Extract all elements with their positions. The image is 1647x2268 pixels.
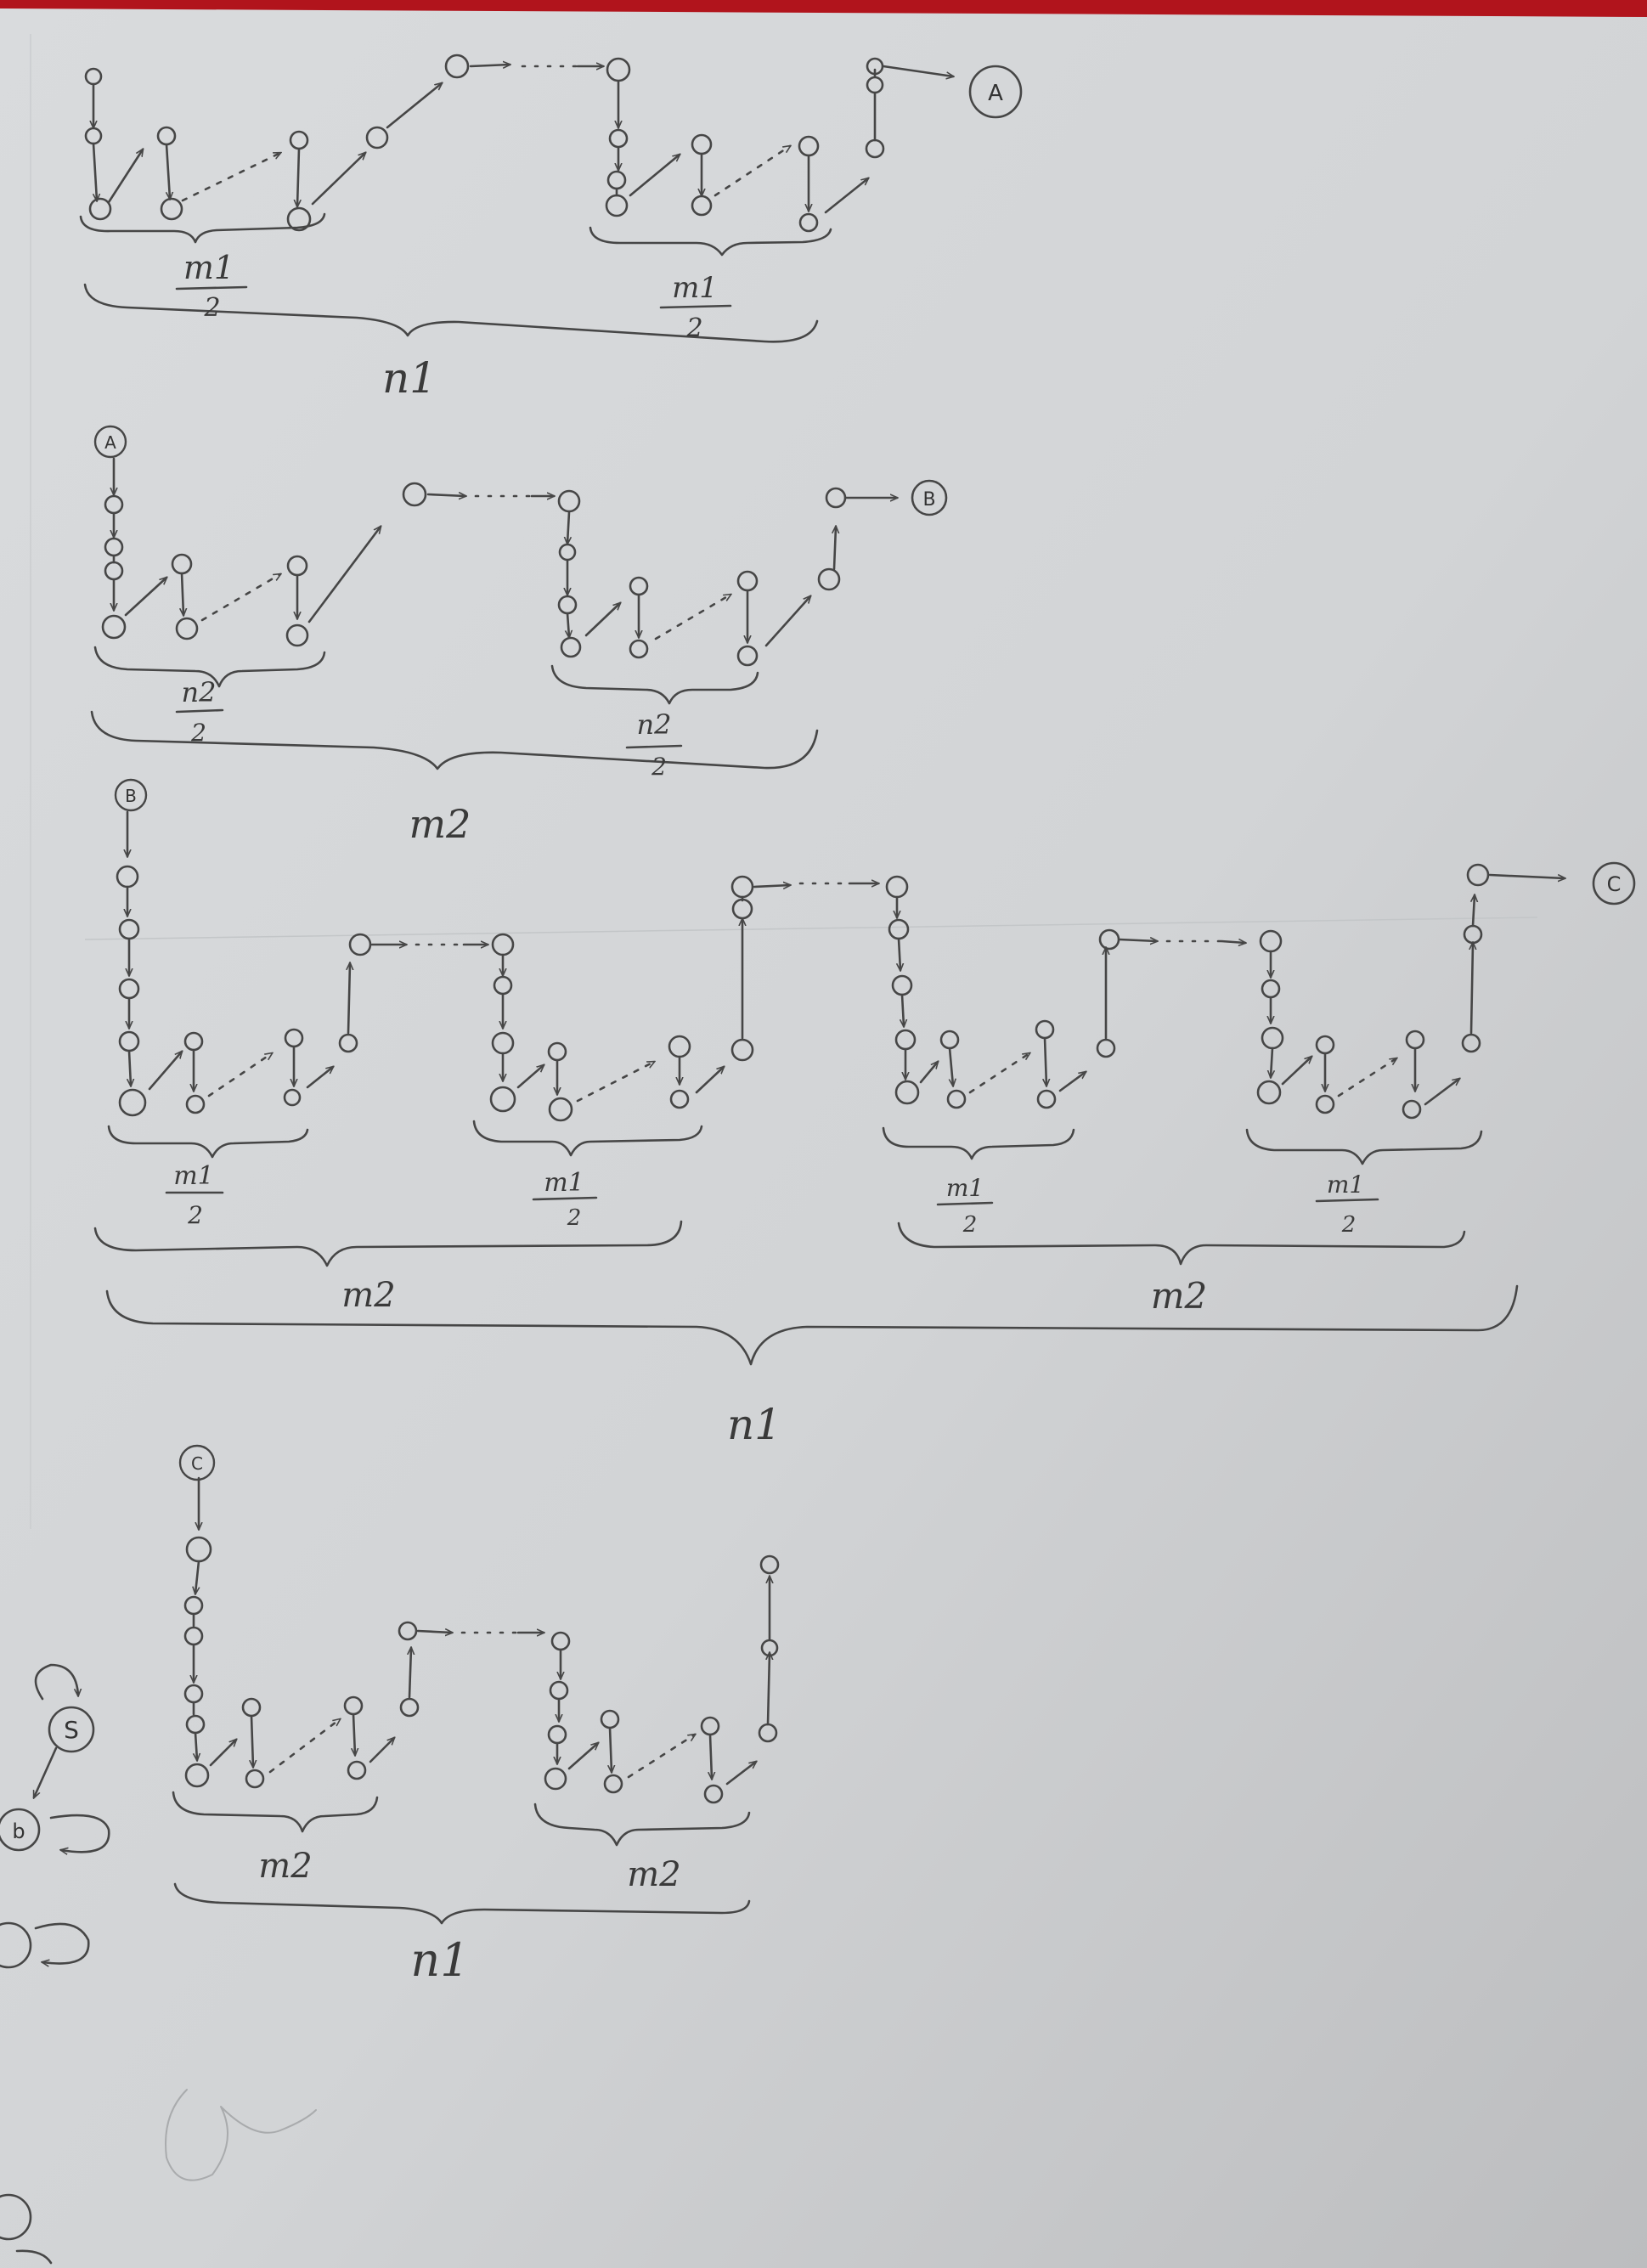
row1-fraction-bar-left — [175, 285, 248, 291]
row2-half-right-den: 2 — [651, 753, 667, 781]
row3-fraction-bar-4 — [1315, 1198, 1379, 1203]
terminal-B-out: B — [911, 479, 948, 516]
row3-half-1-num: m1 — [173, 1161, 214, 1191]
row2-brace-right — [550, 664, 759, 705]
row4-gadget-chain — [183, 1476, 780, 1804]
paper-sheet — [0, 8, 1647, 2268]
row1-brace-total — [83, 283, 819, 343]
row3-half-3-num: m1 — [946, 1174, 984, 1202]
row3-group-right-label: m2 — [1151, 1275, 1208, 1317]
row2-total-label: m2 — [409, 801, 471, 847]
row1-half-left-num: m1 — [183, 249, 234, 286]
row2-half-left-den: 2 — [190, 719, 206, 747]
row3-fraction-bar-2 — [532, 1196, 598, 1201]
margin-state-sketch — [0, 1663, 110, 2265]
row3-brace-3 — [882, 1126, 1075, 1160]
row3-half-2-den: 2 — [567, 1205, 582, 1231]
row3-brace-4 — [1245, 1128, 1483, 1165]
svg-text:A: A — [104, 432, 116, 453]
row3-brace-total — [105, 1284, 1519, 1366]
row4-brace-left — [172, 1791, 379, 1833]
row1-gadget-chain — [84, 54, 953, 233]
row1-half-right-num: m1 — [672, 271, 718, 305]
row2-gadget-chain — [101, 457, 897, 667]
row1-fraction-bar-right — [659, 304, 732, 309]
terminal-A-in: A — [93, 425, 127, 459]
row2-brace-total — [90, 710, 819, 770]
row4-brace-right — [533, 1803, 751, 1847]
row3-group-left-label: m2 — [341, 1276, 395, 1315]
terminal-C-in: C — [178, 1444, 216, 1481]
svg-text:C: C — [191, 1453, 203, 1474]
row1-total-label: n1 — [382, 353, 437, 403]
margin-state-b-label: b — [12, 1819, 25, 1843]
terminal-C-out: C — [1592, 861, 1636, 906]
row2-half-left-num: n2 — [182, 676, 217, 708]
row3-brace-2 — [472, 1120, 703, 1157]
row4-group-left-label: m2 — [258, 1847, 312, 1886]
terminal-B-in: B — [114, 778, 148, 812]
row2-fraction-bar-left — [175, 708, 224, 714]
row1-half-right-den: 2 — [685, 313, 702, 343]
row2-fraction-bar-right — [625, 744, 683, 749]
row3-half-3-den: 2 — [962, 1212, 978, 1238]
pencil-drawing — [0, 54, 1565, 2265]
row3-fraction-bar-3 — [936, 1201, 994, 1206]
row2-half-right-num: n2 — [637, 708, 672, 741]
svg-text:B: B — [922, 489, 935, 511]
row1-half-left-den: 2 — [203, 293, 220, 323]
ruled-line — [84, 917, 1538, 940]
row4-brace-total — [173, 1882, 751, 1925]
row4-total-label: n1 — [410, 1933, 469, 1987]
row3-half-2-num: m1 — [544, 1168, 584, 1198]
row1-brace-left — [79, 212, 326, 244]
row3-gadget-chain — [116, 810, 1565, 1122]
row3-half-1-den: 2 — [187, 1201, 203, 1229]
row3-group-left — [93, 1220, 683, 1267]
row1-brace-right — [589, 226, 832, 257]
terminal-A-out: A — [968, 65, 1023, 119]
margin-state-s-label: S — [64, 1716, 79, 1744]
row3-brace-1 — [107, 1125, 309, 1159]
row3-total-label: n1 — [727, 1400, 781, 1449]
row3-group-right — [897, 1221, 1466, 1266]
row3-half-4-num: m1 — [1327, 1171, 1364, 1199]
svg-text:C: C — [1607, 872, 1622, 896]
row2-brace-left — [93, 646, 326, 688]
svg-text:B: B — [125, 786, 137, 806]
svg-text:A: A — [988, 81, 1003, 106]
scribble — [165, 2089, 317, 2181]
row4-group-right-label: m2 — [627, 1855, 680, 1894]
row3-half-4-den: 2 — [1341, 1212, 1357, 1238]
